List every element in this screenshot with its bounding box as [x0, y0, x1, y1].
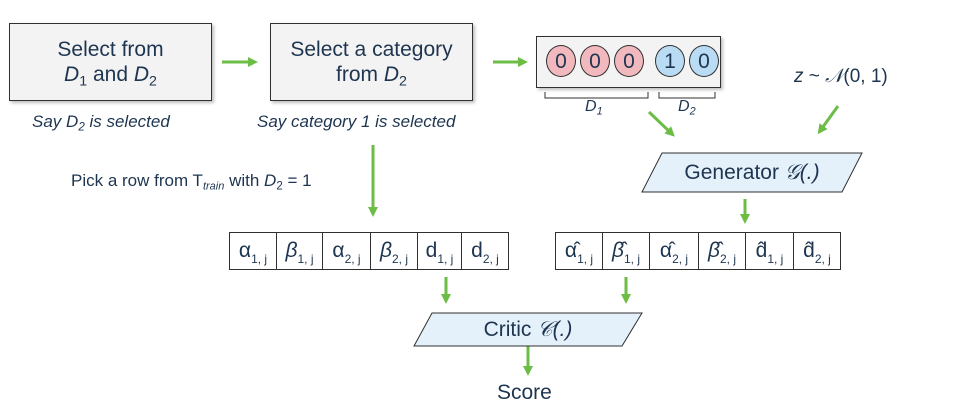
select-dataset-caption: Say D2 is selected	[32, 112, 170, 134]
pick-row-text: Pick a row from Ttrain with D2 = 1	[71, 171, 312, 193]
select-category-line1: Select a category	[290, 38, 453, 61]
onehot-cell: 1	[655, 45, 685, 77]
real-param-cell: α2, j	[323, 233, 371, 269]
real-param-cell: d2, j	[471, 239, 499, 266]
gen-param-cell: α̂1, j	[556, 233, 603, 269]
onehot-cell: 0	[614, 45, 644, 77]
gen-param-cell: β̂1, j	[603, 233, 650, 269]
arrow-vector-to-generator	[647, 110, 675, 137]
onehot-cell: 0	[546, 45, 576, 77]
onehot-cell: 0	[580, 45, 610, 77]
generator-label: Generator 𝒢(.)	[684, 161, 820, 184]
select-dataset-line2: D1 and D2	[64, 63, 157, 90]
select-category-caption: Say category 1 is selected	[257, 112, 456, 131]
critic-label: Critic 𝒞(.)	[483, 318, 573, 341]
generated-parameter-row: α̂1, j β̂1, j α̂2, j β̂2, j d̂1, j d̂2, …	[555, 232, 841, 270]
real-param-cell: β1, j	[277, 233, 323, 269]
arrow-noise-to-generator	[817, 105, 840, 135]
real-param-cell: d1, j	[418, 233, 462, 269]
real-parameter-row: α1, j β1, j α2, j β2, j d1, j d2, j	[229, 232, 509, 270]
onehot-cell: 0	[689, 45, 719, 77]
gen-param-cell: α̂2, j	[650, 233, 699, 269]
real-param-cell: α1, j	[230, 233, 277, 269]
bracket-d2	[658, 92, 716, 99]
gen-param-cell: β̂2, j	[699, 233, 746, 269]
onehot-d2-label: D2	[678, 98, 696, 118]
score-label: Score	[497, 381, 552, 404]
gen-param-cell: d̂2, j	[803, 239, 831, 266]
onehot-vector: 0 0 0 1 0	[536, 36, 721, 88]
generator-shape	[641, 152, 863, 193]
critic-shape	[413, 312, 643, 347]
gen-param-cell: d̂1, j	[746, 233, 794, 269]
select-category-box: Select a category from D2	[270, 23, 473, 101]
bracket-d1	[544, 92, 649, 99]
real-param-cell: β2, j	[371, 233, 418, 269]
noise-distribution: z ~ 𝒩(0, 1)	[794, 66, 888, 87]
select-dataset-line1: Select from	[57, 38, 164, 61]
onehot-d1-label: D1	[585, 98, 603, 118]
select-category-line2: from D2	[336, 63, 407, 90]
select-dataset-box: Select from D1 and D2	[9, 23, 212, 101]
